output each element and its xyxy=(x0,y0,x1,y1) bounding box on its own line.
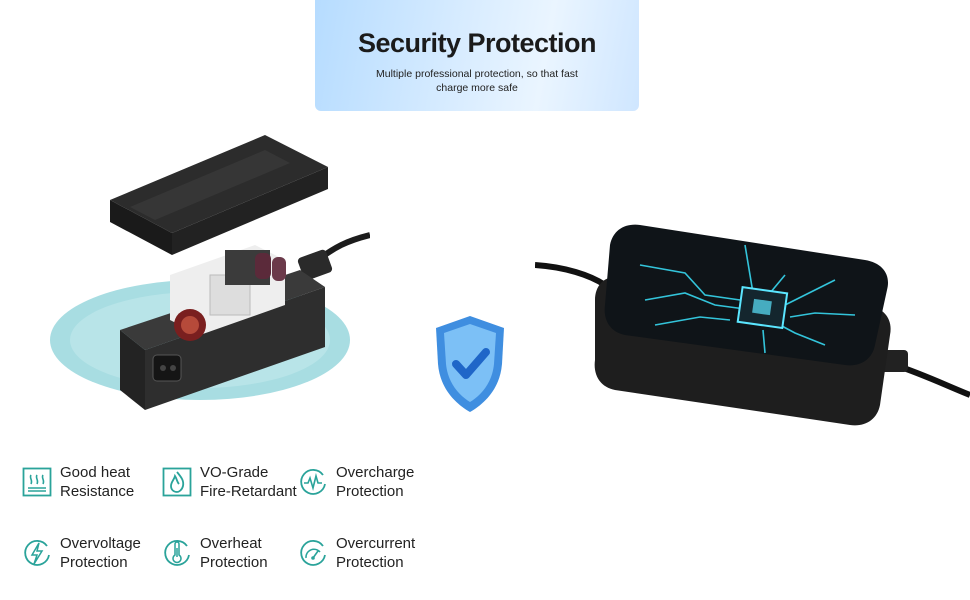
feature-overcharge-protection: Overcharge Protection xyxy=(298,463,446,501)
feature-overcurrent-protection: Overcurrent Protection xyxy=(298,534,446,572)
thermometer-icon xyxy=(164,540,190,566)
feature-label-line2: Fire-Retardant xyxy=(200,483,297,500)
feature-label-line1: VO-Grade xyxy=(200,464,269,481)
feature-heat-resistance: Good heat Resistance xyxy=(22,463,170,501)
page-subtitle: Multiple professional protection, so tha… xyxy=(376,68,578,94)
feature-label-line2: Protection xyxy=(60,554,128,571)
feature-label-line1: Overheat xyxy=(200,535,262,552)
adapter-circuit-illustration xyxy=(535,224,970,426)
shield-check-icon xyxy=(436,316,504,412)
feature-fire-retardant: VO-Grade Fire-Retardant xyxy=(162,463,325,501)
gauge-icon xyxy=(300,540,326,566)
lightning-bolt-icon xyxy=(24,540,50,566)
feature-overvoltage-protection: Overvoltage Protection xyxy=(22,534,170,572)
feature-label-line1: Overvoltage xyxy=(60,535,141,552)
heat-waves-icon xyxy=(22,467,52,497)
feature-label-line2: Protection xyxy=(336,483,404,500)
feature-label-line1: Good heat xyxy=(60,464,131,481)
feature-overheat-protection: Overheat Protection xyxy=(162,534,310,572)
pulse-wave-icon xyxy=(300,469,326,495)
feature-label-line2: Protection xyxy=(336,554,404,571)
feature-label-line1: Overcurrent xyxy=(336,535,416,552)
page-title: Security Protection xyxy=(357,28,597,58)
flame-icon xyxy=(162,467,192,497)
feature-label-line1: Overcharge xyxy=(336,464,415,481)
opened-adapter-illustration xyxy=(50,135,370,410)
header-banner: Security Protection Multiple professiona… xyxy=(315,0,639,111)
feature-label-line2: Protection xyxy=(200,554,268,571)
feature-label-line2: Resistance xyxy=(60,483,135,500)
